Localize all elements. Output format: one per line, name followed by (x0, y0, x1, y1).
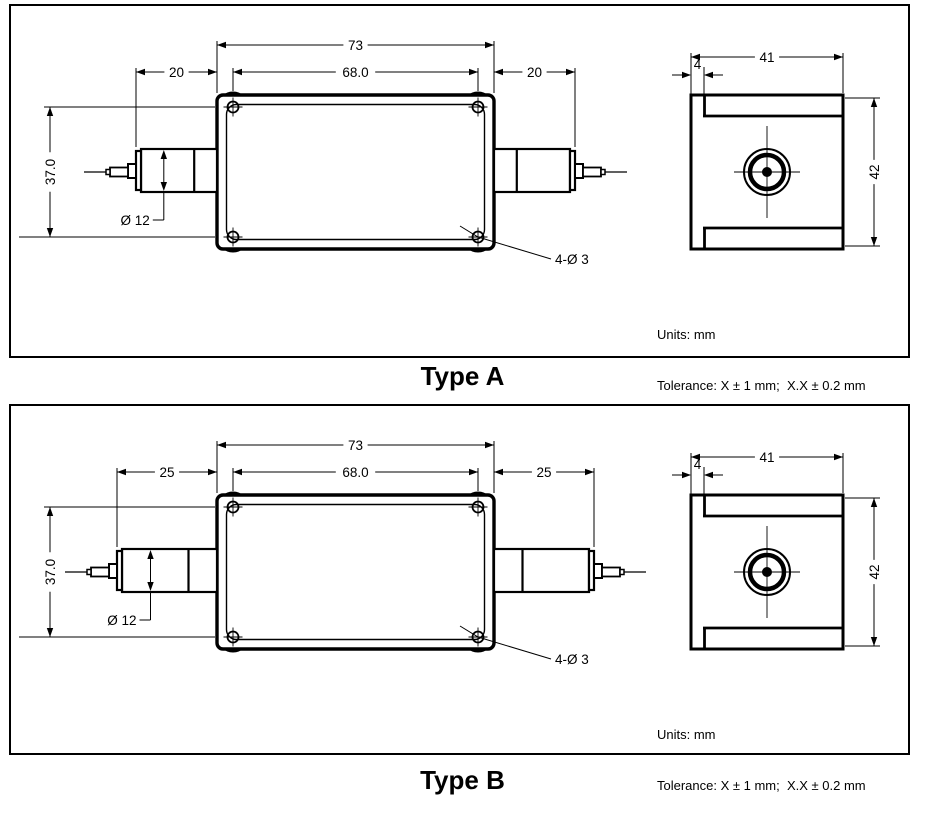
arrowhead (494, 468, 503, 476)
arrowhead (870, 498, 878, 507)
connector-nut (574, 163, 584, 179)
dim-label: 20 (527, 65, 542, 80)
connector-tip (86, 568, 92, 576)
diameter-label: Ø 12 (121, 213, 150, 228)
dim-label: 42 (867, 164, 882, 179)
notes-block-b: Units: mm Tolerance: X ± 1 mm; X.X ± 0.2… (657, 692, 866, 817)
connector-nut (593, 563, 603, 579)
tolerance-note: Tolerance: X ± 1 mm; X.X ± 0.2 mm (657, 378, 866, 393)
arrowhead (217, 441, 226, 449)
connector-body (139, 147, 219, 194)
dim-label: 41 (759, 50, 774, 65)
dim-label: 37.0 (43, 159, 58, 185)
arrowhead (136, 68, 145, 76)
tolerance-note: Tolerance: X ± 1 mm; X.X ± 0.2 mm (657, 778, 866, 793)
arrowhead (160, 150, 167, 159)
arrowhead (160, 182, 167, 191)
arrowhead (147, 582, 154, 591)
arrowhead (217, 41, 226, 49)
arrowhead (46, 628, 54, 637)
housing-inner-outline (225, 503, 486, 641)
connector-body (492, 547, 591, 594)
dim-label: 4 (694, 57, 702, 72)
arrowhead (485, 441, 494, 449)
connector-ferrule (582, 166, 602, 178)
arrowhead (682, 471, 691, 479)
arrowhead (870, 98, 878, 107)
connector-tip (600, 168, 606, 176)
diameter-label: Ø 12 (107, 613, 136, 628)
arrowhead (870, 237, 878, 246)
connector-nut (108, 563, 118, 579)
type-a-drawing: 73 68.0 20 20 37.0 Ø 12 4-Ø 3 41 4 42 (19, 38, 882, 267)
connector-tip (619, 568, 625, 576)
dim-label: 20 (169, 65, 184, 80)
type-b-drawing: 73 68.0 25 25 37.0 Ø 12 4-Ø 3 41 4 42 (19, 438, 882, 667)
dim-label: 25 (159, 465, 174, 480)
arrowhead (870, 637, 878, 646)
arrowhead (566, 68, 575, 76)
arrowhead (469, 468, 478, 476)
arrowhead (704, 471, 713, 479)
connector-ferrule (601, 566, 621, 578)
arrowhead (147, 550, 154, 559)
connector-ferrule (109, 166, 129, 178)
arrowhead (494, 68, 503, 76)
arrowhead (117, 468, 126, 476)
arrowhead (233, 68, 242, 76)
units-note: Units: mm (657, 727, 716, 742)
arrowhead (208, 468, 217, 476)
leader-line (459, 225, 552, 260)
arrowhead (233, 468, 242, 476)
mounting-holes-label: 4-Ø 3 (555, 252, 589, 267)
dim-label: 37.0 (43, 559, 58, 585)
arrowhead (46, 228, 54, 237)
panel-title-type-a: Type A (420, 361, 505, 391)
dim-label: 25 (536, 465, 551, 480)
mounting-holes-label: 4-Ø 3 (555, 652, 589, 667)
arrowhead (46, 107, 54, 116)
arrowhead (691, 53, 700, 61)
connector-body (120, 547, 219, 594)
leader-line (459, 625, 552, 660)
arrowhead (704, 71, 713, 79)
arrowhead (485, 41, 494, 49)
connector-ferrule (90, 566, 110, 578)
arrowhead (682, 71, 691, 79)
notes-block-a: Units: mm Tolerance: X ± 1 mm; X.X ± 0.2… (657, 292, 866, 428)
type-a-panel: 73 68.0 20 20 37.0 Ø 12 4-Ø 3 41 4 42 Units: mm T… (9, 4, 910, 393)
dim-label: 41 (759, 450, 774, 465)
dim-label: 73 (348, 38, 363, 53)
arrowhead (834, 53, 843, 61)
dim-label: 4 (694, 457, 702, 472)
dim-label: 42 (867, 564, 882, 579)
arrowhead (469, 68, 478, 76)
panel-title-type-b: Type B (420, 765, 505, 795)
dim-label: 68.0 (342, 465, 368, 480)
type-b-panel: 73 68.0 25 25 37.0 Ø 12 4-Ø 3 41 4 42 Units: mm T… (9, 404, 910, 793)
arrowhead (46, 507, 54, 516)
connector-nut (127, 163, 137, 179)
arrowhead (834, 453, 843, 461)
arrowhead (691, 453, 700, 461)
housing-inner-outline (225, 103, 486, 241)
arrowhead (208, 68, 217, 76)
dim-label: 68.0 (342, 65, 368, 80)
units-note: Units: mm (657, 327, 716, 342)
dim-label: 73 (348, 438, 363, 453)
arrowhead (585, 468, 594, 476)
connector-body (492, 147, 572, 194)
connector-tip (105, 168, 111, 176)
